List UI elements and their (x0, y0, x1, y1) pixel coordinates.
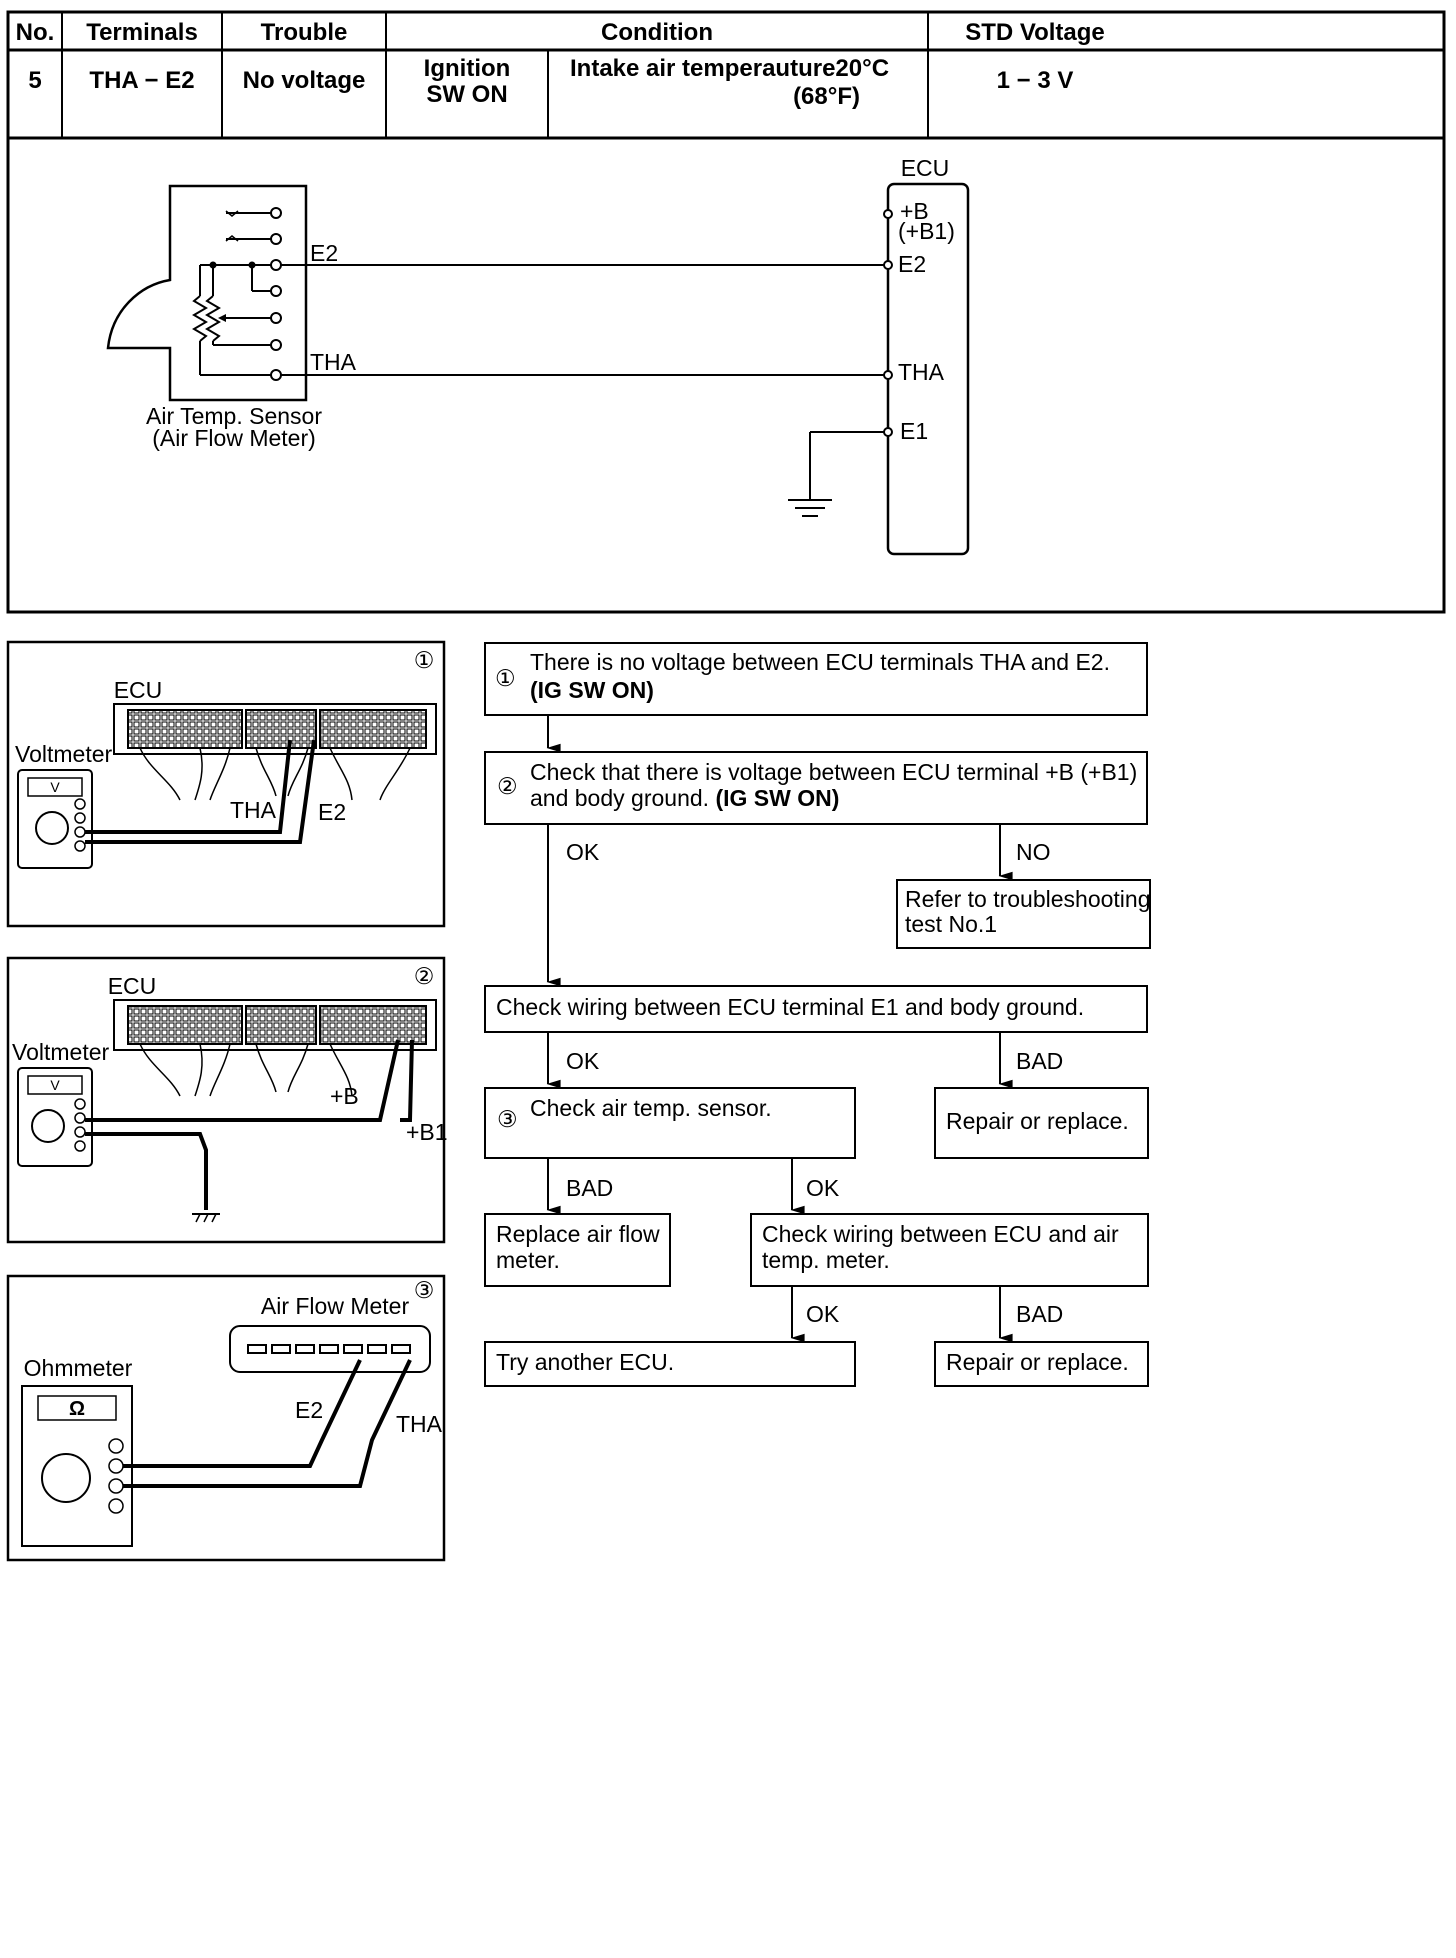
step-2-ok-label: OK (566, 839, 600, 865)
step-2-number: ② (497, 773, 518, 799)
panel-3-display: Ω (69, 1398, 85, 1420)
check-wiring-box (750, 1213, 1149, 1287)
cell-terminals: THA − E2 (89, 67, 194, 94)
repair-box-2 (934, 1341, 1149, 1387)
air-flow-meter-connector (229, 1325, 431, 1373)
check-e1-box (484, 985, 1148, 1033)
ecu-title: ECU (901, 155, 950, 181)
cell-no: 5 (28, 67, 41, 94)
ecu-connector (113, 999, 437, 1051)
spec-table: No. Terminals Trouble Condition STD Volt… (6, 10, 1446, 140)
panel-2-probe-b1: +B1 (406, 1119, 448, 1145)
check-e1-bad-label: BAD (1016, 1048, 1063, 1074)
panel-2-display: V (50, 1077, 60, 1093)
wiring-bad-label: BAD (1016, 1301, 1063, 1327)
cell-condition-line1: Intake air temperauture20°C (570, 55, 889, 82)
panel-3-meter-label: Ohmmeter (24, 1355, 133, 1381)
ecu-box (886, 182, 970, 556)
panel-2-voltmeter: ② ECU Voltmeter V +B +B1 (6, 956, 448, 1244)
repair-text-1: Repair or replace. (946, 1108, 1129, 1134)
sensor-label-line2: (Air Flow Meter) (152, 425, 316, 451)
panel-1-number: ① (414, 647, 435, 673)
flowchart: ① There is no voltage between ECU termin… (484, 642, 1151, 1387)
ecu-terminal-e2: E2 (898, 251, 926, 277)
cell-std-voltage: 1 − 3 V (997, 67, 1074, 94)
panel-2-probe-b: +B (330, 1083, 359, 1109)
cell-trouble: No voltage (243, 67, 366, 94)
step-3-text: Check air temp. sensor. (530, 1095, 772, 1121)
wiring-ok-label: OK (806, 1301, 840, 1327)
step-1-number: ① (495, 665, 516, 691)
panel-1-probe-e2: E2 (318, 799, 346, 825)
panel-1-meter-label: Voltmeter (15, 741, 112, 767)
header-no: No. (16, 19, 55, 46)
panel-3-number: ③ (414, 1277, 435, 1303)
check-e1-text: Check wiring between ECU terminal E1 and… (496, 994, 1084, 1020)
voltmeter-body (17, 1067, 93, 1167)
panel-2-ecu-label: ECU (108, 973, 157, 999)
check-wiring-line1: Check wiring between ECU and air (762, 1221, 1119, 1247)
panel-1-ecu-label: ECU (114, 677, 163, 703)
step-2-box (484, 751, 1148, 825)
header-condition: Condition (601, 19, 713, 46)
panel-2-number: ② (414, 963, 435, 989)
ecu-terminal-b: +B (900, 198, 929, 224)
circuit-diagram: E2 THA Air Temp. Sensor (Air Flow Meter)… (6, 136, 1446, 614)
replace-afm-line2: meter. (496, 1247, 560, 1273)
step-3-bad-label: BAD (566, 1175, 613, 1201)
panel-1-voltmeter: ① ECU Voltmeter V THA E2 (6, 640, 446, 928)
panel-3-part-label: Air Flow Meter (261, 1293, 410, 1319)
repair-box-1 (934, 1087, 1149, 1159)
step-1-box (484, 642, 1148, 716)
refer-box (896, 879, 1151, 949)
wire-tha-label: THA (310, 349, 357, 375)
header-trouble: Trouble (261, 19, 348, 46)
replace-afm-line1: Replace air flow (496, 1221, 660, 1247)
sensor-housing (106, 184, 308, 402)
cell-ignition-line1: Ignition (424, 55, 511, 82)
step-1-condition: (IG SW ON) (530, 677, 654, 703)
panel-3-ohmmeter: ③ Air Flow Meter Ohmmeter Ω E2 THA (6, 1274, 446, 1562)
repair-text-2: Repair or replace. (946, 1349, 1129, 1375)
ecu-terminal-e1: E1 (900, 418, 928, 444)
check-wiring-line2: temp. meter. (762, 1247, 890, 1273)
step-2-text: Check that there is voltage between ECU … (530, 759, 1137, 785)
cell-ignition-line2: SW ON (426, 81, 507, 108)
panel-3-probe-e2: E2 (295, 1397, 323, 1423)
refer-text-line1: Refer to troubleshooting (905, 886, 1151, 912)
sensor-label-line1: Air Temp. Sensor (146, 403, 322, 429)
refer-text-line2: test No.1 (905, 911, 997, 937)
panel-1-probe-tha: THA (230, 797, 277, 823)
step-2-text-line2: and body ground. (IG SW ON) (530, 785, 839, 811)
ecu-terminal-tha: THA (898, 359, 945, 385)
panel-1-display: V (50, 779, 60, 795)
ground-symbol (788, 431, 884, 517)
replace-afm-box (484, 1213, 671, 1287)
step-3-box (484, 1087, 856, 1159)
ecu-terminal-b1: (+B1) (898, 218, 955, 244)
try-ecu-box (484, 1341, 856, 1387)
panel-2-meter-label: Voltmeter (12, 1039, 109, 1065)
try-ecu-text: Try another ECU. (496, 1349, 674, 1375)
step-3-number: ③ (497, 1106, 518, 1132)
voltmeter-body (17, 769, 93, 869)
wire-e2-label: E2 (310, 240, 338, 266)
ecu-connector (113, 703, 437, 755)
step-1-text: There is no voltage between ECU terminal… (530, 649, 1110, 675)
header-std-voltage: STD Voltage (965, 19, 1105, 46)
cell-condition-line2: (68°F) (793, 83, 860, 110)
panel-3-probe-tha: THA (396, 1411, 443, 1437)
step-2-no-label: NO (1016, 839, 1051, 865)
step-3-ok-label: OK (806, 1175, 840, 1201)
check-e1-ok-label: OK (566, 1048, 600, 1074)
header-terminals: Terminals (86, 19, 198, 46)
